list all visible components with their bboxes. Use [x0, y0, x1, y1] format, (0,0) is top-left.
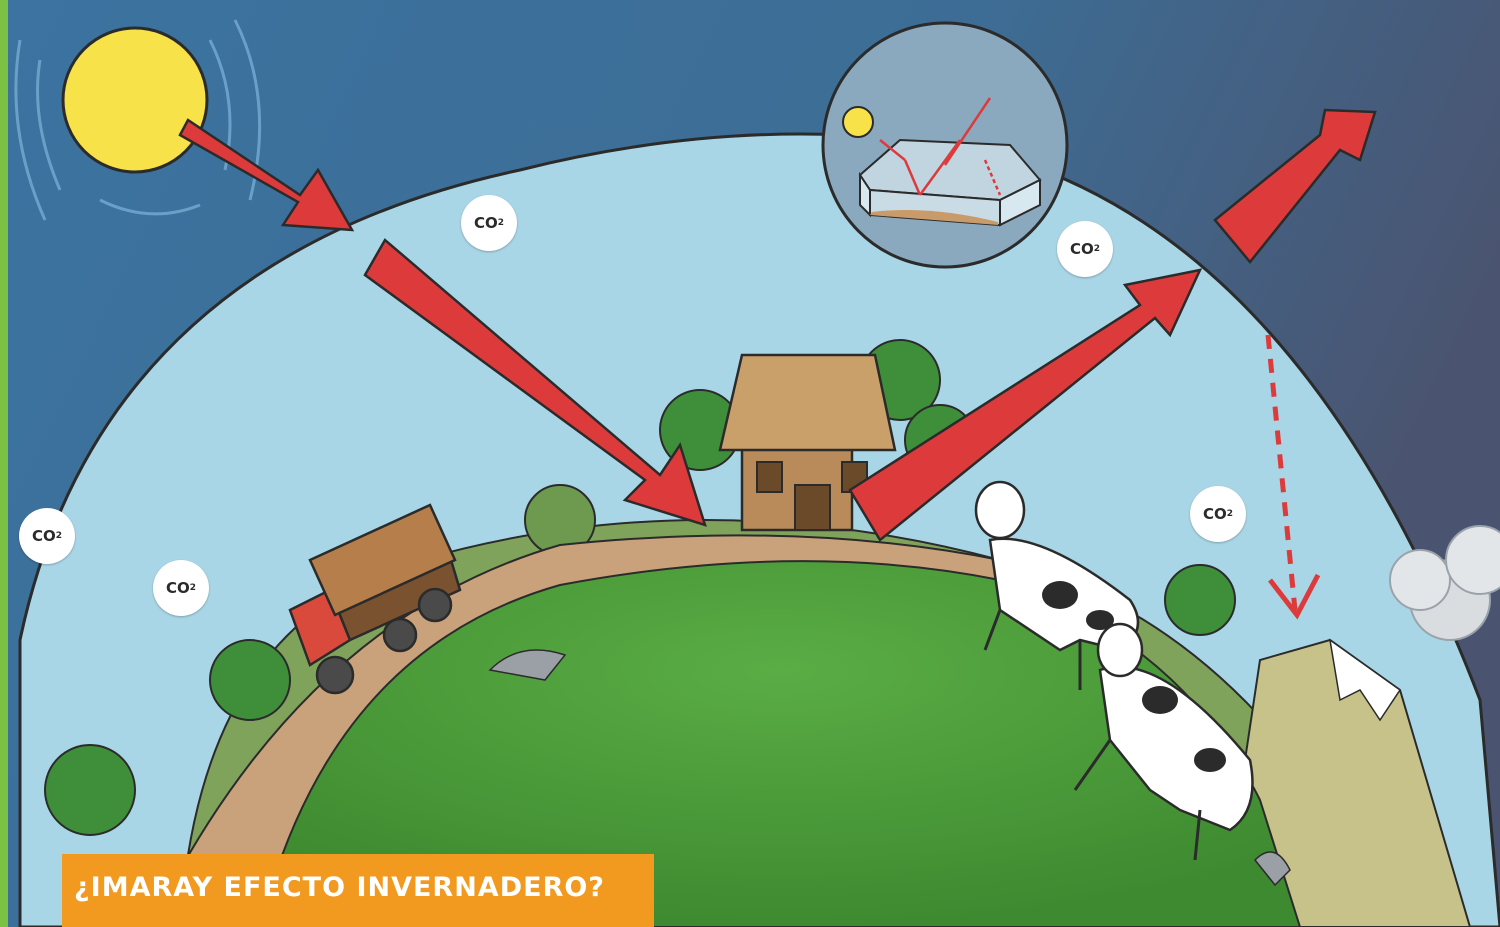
arrow-reflected-radiation [848, 268, 1203, 542]
rock [488, 649, 567, 681]
smoke-cloud [1389, 525, 1500, 641]
title-banner: ¿IMARAY EFECTO INVERNADERO? [62, 854, 654, 927]
sun-icon [14, 19, 262, 221]
arrow-escaping-radiation [1213, 108, 1377, 264]
cow-icon [974, 480, 1140, 690]
mountain-snow [1328, 638, 1402, 722]
arrow-sun-to-atmosphere [178, 118, 355, 232]
page-title: ¿IMARAY EFECTO INVERNADERO? [74, 872, 605, 903]
arrow-trapped-heat [1265, 334, 1321, 620]
hut-icon [718, 353, 897, 532]
left-border [0, 0, 8, 927]
logging-truck-icon [288, 503, 462, 695]
arrow-incoming-radiation [363, 238, 707, 527]
cow-icon [1073, 622, 1254, 861]
greenhouse-inset [821, 21, 1069, 269]
rock [1253, 851, 1291, 887]
